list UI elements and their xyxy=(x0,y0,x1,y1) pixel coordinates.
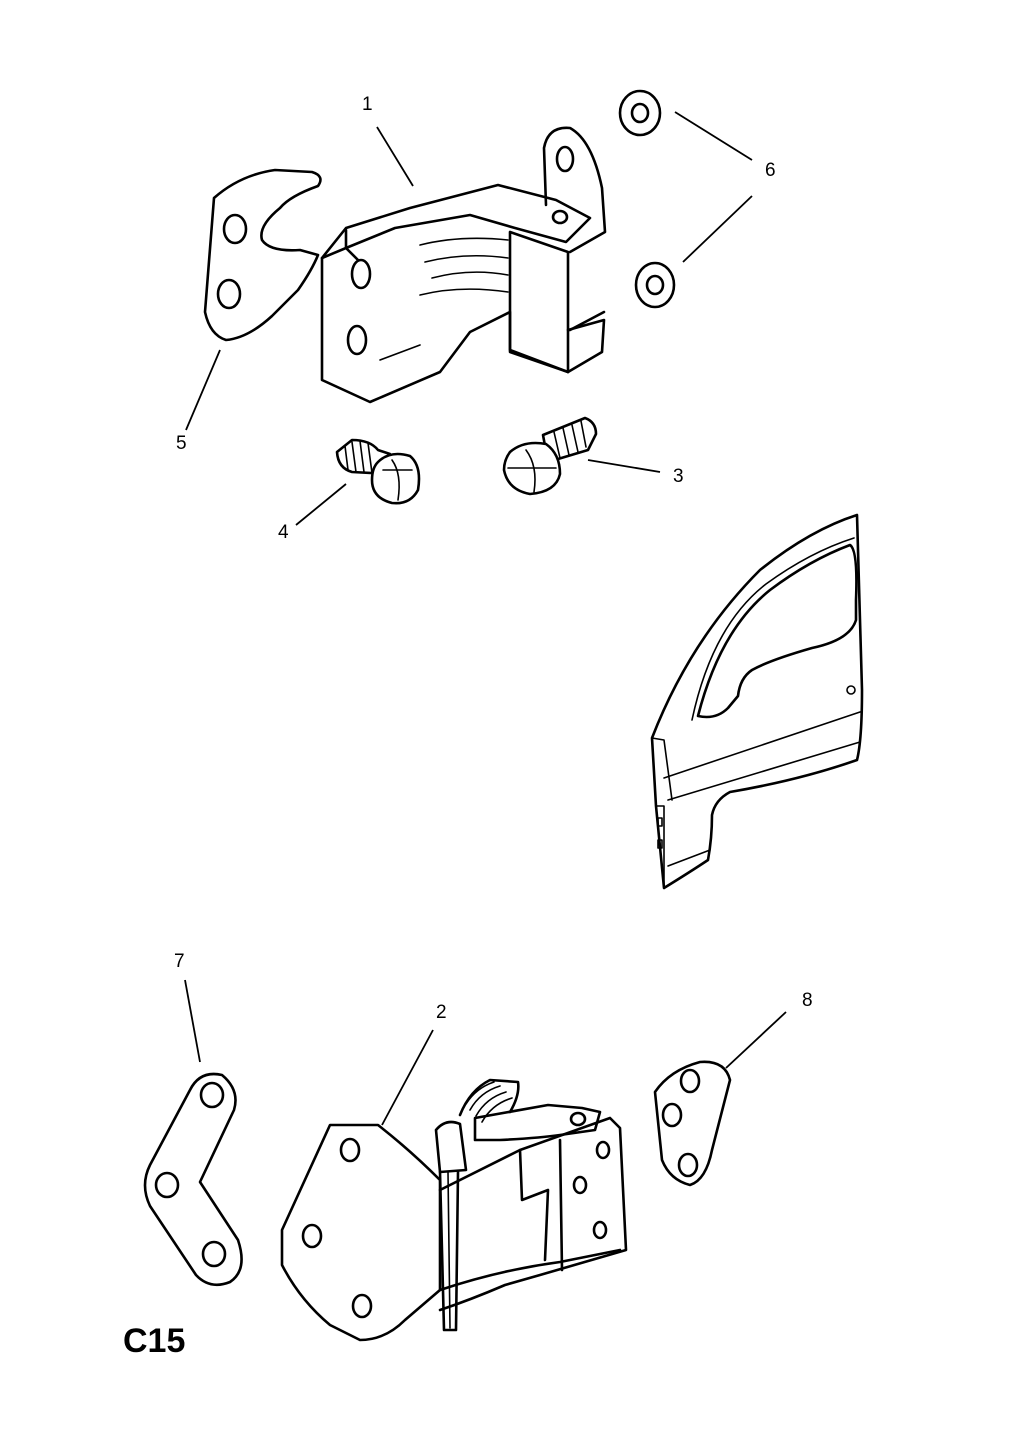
lower-hinge-part-2 xyxy=(280,1078,628,1342)
callout-labels: 1 2 3 4 5 6 7 8 xyxy=(174,94,813,1023)
bolt-part-4 xyxy=(335,438,421,505)
callout-8: 8 xyxy=(802,990,813,1011)
leader-lines xyxy=(184,111,787,1126)
plate-part-8 xyxy=(653,1060,732,1187)
callout-2: 2 xyxy=(436,1002,447,1023)
callout-4: 4 xyxy=(278,522,289,543)
callout-7: 7 xyxy=(174,951,185,972)
callout-5: 5 xyxy=(176,433,187,454)
callout-3: 3 xyxy=(673,466,684,487)
washer-part-6-lower xyxy=(634,261,676,309)
door-panel xyxy=(650,513,864,890)
callout-1: 1 xyxy=(362,94,373,115)
page-code: C15 xyxy=(123,1322,185,1360)
upper-hinge-part-1 xyxy=(320,126,607,404)
callout-6: 6 xyxy=(765,160,776,181)
washer-part-6-upper xyxy=(618,89,662,137)
plate-part-7 xyxy=(143,1072,243,1287)
bolt-part-3 xyxy=(502,416,598,496)
shim-plate-part-5 xyxy=(203,168,322,342)
